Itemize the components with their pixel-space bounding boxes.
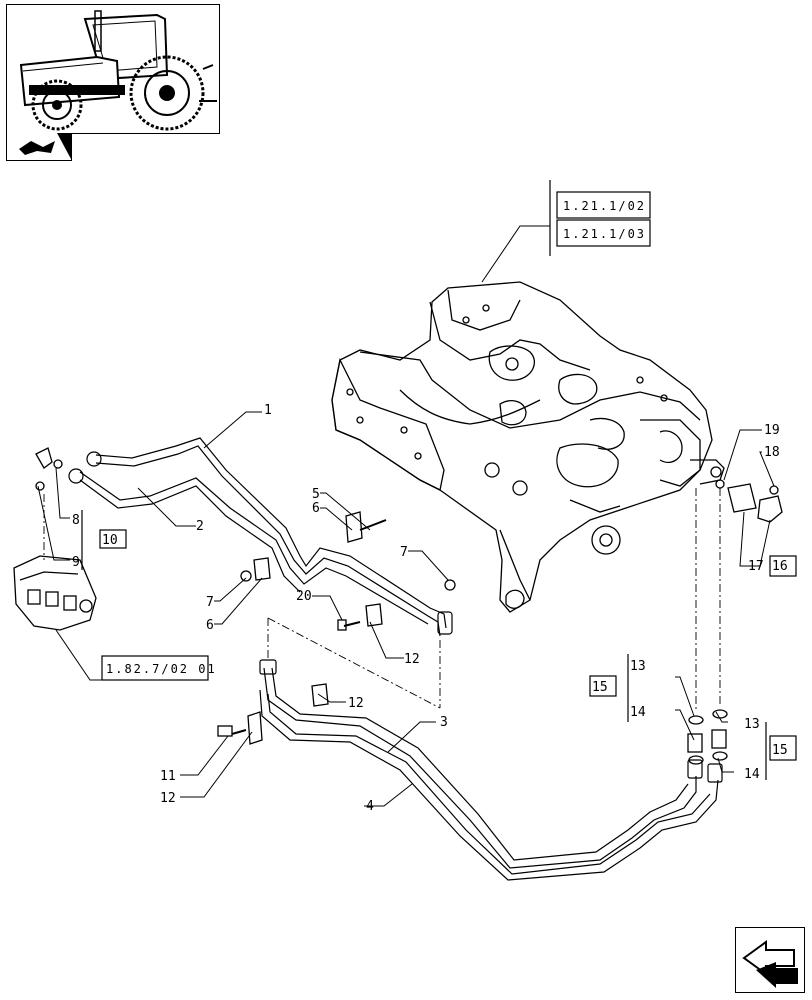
front-frame-support bbox=[331, 281, 725, 613]
callout-15a: 15 bbox=[592, 680, 608, 695]
fittings-8-9 bbox=[35, 447, 63, 491]
couplers-16-19 bbox=[715, 479, 783, 523]
control-valve bbox=[13, 555, 97, 631]
callout-5: 5 bbox=[312, 487, 320, 502]
callout-13a: 13 bbox=[630, 659, 646, 674]
tractor-thumbnail bbox=[6, 4, 220, 134]
callout-8: 8 bbox=[72, 513, 80, 528]
tractor-thumbnail-icon bbox=[19, 10, 217, 131]
valve-reference[interactable]: 1.82.7/02 01 bbox=[106, 662, 217, 676]
callout-6a: 6 bbox=[312, 501, 320, 516]
callout-7a: 7 bbox=[400, 545, 408, 560]
callout-20: 20 bbox=[296, 589, 312, 604]
brackets-bolts bbox=[217, 511, 456, 745]
reference-boxes: 1.21.1/02 1.21.1/03 1.82.7/02 01 bbox=[81, 180, 797, 780]
next-page-arrow-icon bbox=[742, 940, 798, 988]
callout-numbers: 1 2 3 4 5 6 7 7 6 20 12 12 11 12 8 10 9 … bbox=[72, 403, 788, 814]
callout-11: 11 bbox=[160, 769, 176, 784]
callout-4: 4 bbox=[366, 799, 374, 814]
callout-12c: 12 bbox=[160, 791, 176, 806]
adapters-13-14 bbox=[687, 709, 728, 765]
callout-18: 18 bbox=[764, 445, 780, 460]
callout-1: 1 bbox=[264, 403, 272, 418]
callout-12b: 12 bbox=[348, 696, 364, 711]
callout-17: 17 bbox=[748, 559, 764, 574]
callout-13b: 13 bbox=[744, 717, 760, 732]
callout-19: 19 bbox=[764, 423, 780, 438]
callout-2: 2 bbox=[196, 519, 204, 534]
callout-6b: 6 bbox=[206, 618, 214, 633]
pipes-3-4 bbox=[259, 659, 723, 881]
callout-3: 3 bbox=[440, 715, 448, 730]
leader-lines bbox=[37, 225, 775, 807]
frame-reference-2[interactable]: 1.21.1/03 bbox=[563, 227, 646, 241]
callout-15b: 15 bbox=[772, 743, 788, 758]
callout-14a: 14 bbox=[630, 705, 646, 720]
callout-16: 16 bbox=[772, 559, 788, 574]
frame-reference-1[interactable]: 1.21.1/02 bbox=[563, 199, 646, 213]
callout-14b: 14 bbox=[744, 767, 760, 782]
guide-lines bbox=[43, 488, 721, 712]
next-page-arrow[interactable] bbox=[735, 927, 805, 993]
section-tab bbox=[6, 133, 72, 161]
pipe-1 bbox=[68, 437, 453, 637]
callout-7b: 7 bbox=[206, 595, 214, 610]
callout-12a: 12 bbox=[404, 652, 420, 667]
callout-9: 9 bbox=[72, 555, 80, 570]
section-tab-icon bbox=[19, 133, 71, 159]
callout-10: 10 bbox=[102, 533, 118, 548]
